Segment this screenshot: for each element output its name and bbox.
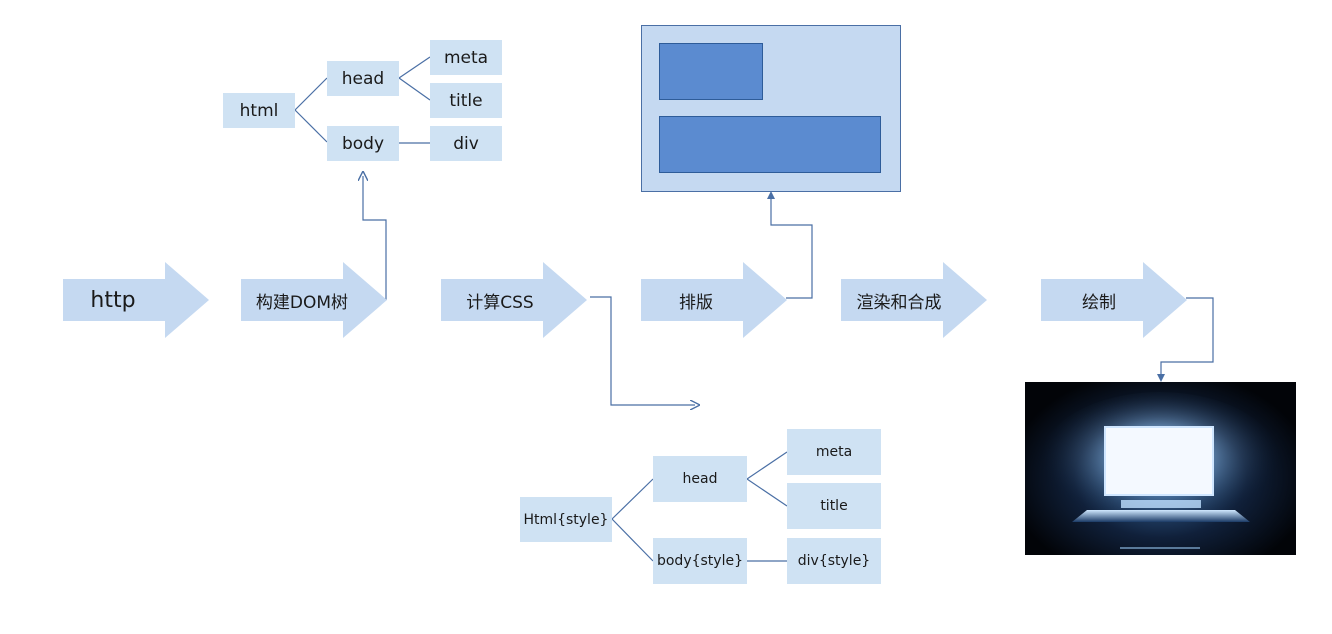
dom-node-body: body [327,126,399,161]
layout-block-wide [659,116,881,173]
step-build-dom-label: 构建DOM树 [255,292,349,313]
layout-block-top [659,43,763,100]
layout-illustration [641,25,901,192]
step-layout: 排版 [641,262,787,338]
dom-node-head: head [327,61,399,96]
dom-node-title: title [430,83,502,118]
step-build-dom: 构建DOM树 [241,262,387,338]
step-render-composite-label: 渲染和合成 [856,292,942,313]
step-compute-css: 计算CSS [441,262,587,338]
dom-node-meta: meta [430,40,502,75]
step-paint-label: 绘制 [1082,292,1116,313]
step-http: http [63,262,209,338]
step-http-label: http [90,287,136,313]
step-compute-css-label: 计算CSS [466,292,534,313]
laptop-screen-image [1025,382,1296,555]
step-paint: 绘制 [1041,262,1187,338]
styled-node-meta: meta [787,429,881,475]
styled-node-body: body{style} [653,538,747,584]
dom-node-html: html [223,93,295,128]
step-render-composite: 渲染和合成 [841,262,987,338]
styled-node-head: head [653,456,747,502]
styled-node-title: title [787,483,881,529]
styled-node-div: div{style} [787,538,881,584]
styled-node-html: Html{style} [520,497,612,542]
step-layout-label: 排版 [679,292,713,313]
dom-node-div: div [430,126,502,161]
